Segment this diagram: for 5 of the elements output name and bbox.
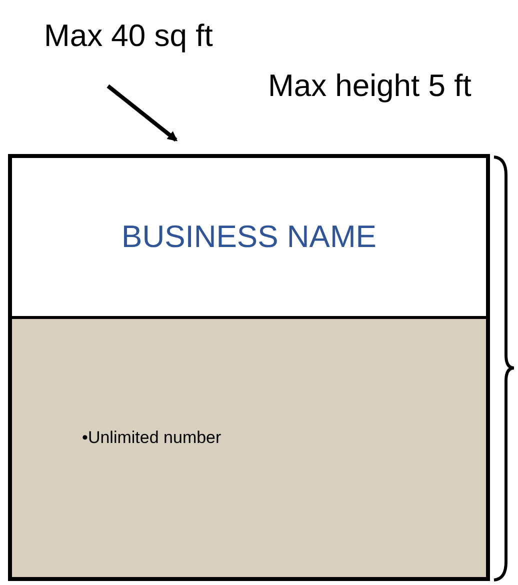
- sign-board: [8, 154, 490, 581]
- arrow: [106, 84, 178, 142]
- textured-panel: •Unlimited number: [12, 319, 486, 577]
- dimension-text: Max height 5 ft: [268, 68, 472, 104]
- dimension-text: Max 40 sq ft: [44, 18, 244, 62]
